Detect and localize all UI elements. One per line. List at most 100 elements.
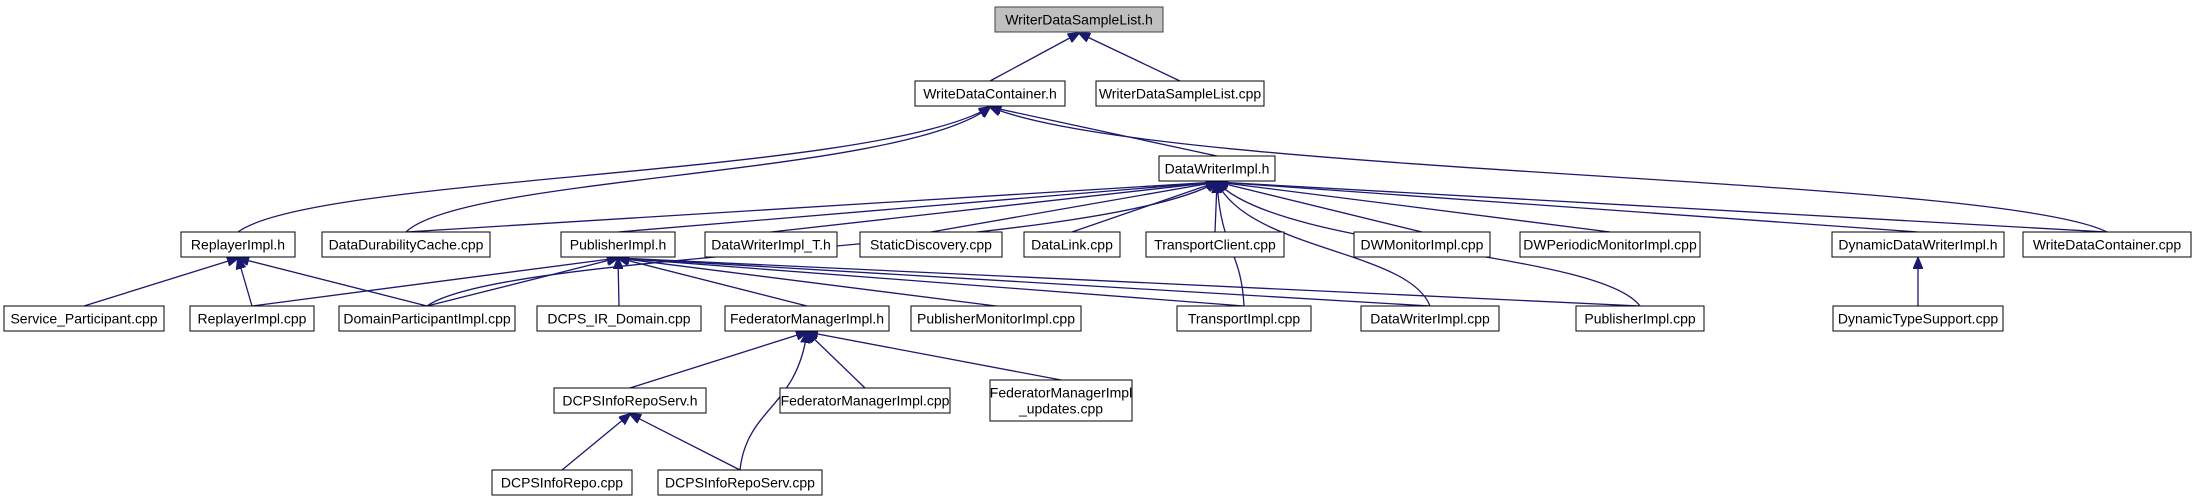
edge-n3-n11 (1217, 182, 1423, 233)
node-n20[interactable]: PublisherMonitorImpl.cpp (910, 305, 1082, 332)
node-n0[interactable]: WriterDataSampleList.h (994, 6, 1164, 33)
edge-n1-n5 (405, 107, 990, 233)
edge-n1-n14 (990, 107, 2108, 233)
node-label: Service_Participant.cpp (10, 311, 157, 327)
node-n25[interactable]: DCPSInfoRepoServ.h (553, 387, 707, 414)
node-box[interactable] (553, 387, 707, 414)
edge-n6-n17 (426, 258, 618, 307)
node-label: TransportImpl.cpp (1188, 311, 1301, 327)
node-label: DCPSInfoRepo.cpp (501, 475, 623, 491)
node-n21[interactable]: TransportImpl.cpp (1176, 305, 1312, 332)
node-box[interactable] (1176, 305, 1312, 332)
node-n22[interactable]: DataWriterImpl.cpp (1360, 305, 1500, 332)
node-n2[interactable]: WriterDataSampleList.cpp (1095, 80, 1265, 107)
node-box[interactable] (180, 231, 296, 258)
node-box[interactable] (2022, 231, 2192, 258)
node-label: DataWriterImpl.cpp (1370, 311, 1490, 327)
node-label: DWMonitorImpl.cpp (1361, 237, 1484, 253)
edge-n3-n5 (405, 182, 1217, 233)
node-box[interactable] (1158, 155, 1276, 182)
node-box[interactable] (910, 305, 1082, 332)
node-n7[interactable]: DataWriterImpl_T.h (704, 231, 838, 258)
edge-n19-n26 (807, 332, 866, 389)
node-n8[interactable]: StaticDiscovery.cpp (859, 231, 1003, 258)
node-box[interactable] (989, 379, 1133, 422)
edge-n0-n1 (989, 33, 1079, 82)
node-n12[interactable]: DWPeriodicMonitorImpl.cpp (1519, 231, 1701, 258)
node-n14[interactable]: WriteDataContainer.cpp (2022, 231, 2192, 258)
node-box[interactable] (1575, 305, 1705, 332)
node-box[interactable] (536, 305, 702, 332)
node-label: WriterDataSampleList.cpp (1099, 86, 1262, 102)
node-box[interactable] (994, 6, 1164, 33)
edge-n3-n7 (770, 182, 1217, 233)
node-n16[interactable]: ReplayerImpl.cpp (189, 305, 315, 332)
node-n1[interactable]: WriteDataContainer.h (914, 80, 1066, 107)
edge-n6-n19 (618, 258, 808, 307)
edge-n25-n28 (561, 414, 630, 471)
node-n23[interactable]: PublisherImpl.cpp (1575, 305, 1705, 332)
node-box[interactable] (859, 231, 1003, 258)
node-label: StaticDiscovery.cpp (870, 237, 992, 253)
node-label: PublisherImpl.h (570, 237, 667, 253)
node-box[interactable] (779, 387, 951, 414)
node-box[interactable] (1095, 80, 1265, 107)
node-box[interactable] (1145, 231, 1285, 258)
node-n17[interactable]: DomainParticipantImpl.cpp (338, 305, 516, 332)
edge-n3-n22 (1217, 182, 1431, 307)
edge-n0-n2 (1079, 33, 1181, 82)
edge-n3-n14 (1217, 182, 2108, 233)
node-box[interactable] (1023, 231, 1121, 258)
node-label: PublisherMonitorImpl.cpp (917, 311, 1075, 327)
node-label: DataWriterImpl.h (1165, 161, 1270, 177)
node-label: TransportClient.cpp (1154, 237, 1276, 253)
node-n28[interactable]: DCPSInfoRepo.cpp (491, 469, 633, 496)
node-label: DynamicDataWriterImpl.h (1838, 237, 1997, 253)
node-box[interactable] (560, 231, 676, 258)
node-box[interactable] (1353, 231, 1491, 258)
node-n18[interactable]: DCPS_IR_Domain.cpp (536, 305, 702, 332)
node-box[interactable] (704, 231, 838, 258)
node-n10[interactable]: TransportClient.cpp (1145, 231, 1285, 258)
node-box[interactable] (321, 231, 491, 258)
node-box[interactable] (724, 305, 890, 332)
node-n15[interactable]: Service_Participant.cpp (3, 305, 165, 332)
node-label: DCPS_IR_Domain.cpp (547, 311, 690, 327)
node-n3[interactable]: DataWriterImpl.h (1158, 155, 1276, 182)
node-box[interactable] (1831, 231, 2005, 258)
node-n24[interactable]: DynamicTypeSupport.cpp (1832, 305, 2004, 332)
node-box[interactable] (1832, 305, 2004, 332)
node-n6[interactable]: PublisherImpl.h (560, 231, 676, 258)
node-n4[interactable]: ReplayerImpl.h (180, 231, 296, 258)
node-n29[interactable]: DCPSInfoRepoServ.cpp (657, 469, 823, 496)
nodes-layer: WriterDataSampleList.hWriteDataContainer… (3, 6, 2192, 496)
node-box[interactable] (338, 305, 516, 332)
node-n26[interactable]: FederatorManagerImpl.cpp (779, 387, 951, 414)
node-n9[interactable]: DataLink.cpp (1023, 231, 1121, 258)
node-label: PublisherImpl.cpp (1584, 311, 1695, 327)
node-n19[interactable]: FederatorManagerImpl.h (724, 305, 890, 332)
node-box[interactable] (1360, 305, 1500, 332)
node-label: DataDurabilityCache.cpp (329, 237, 484, 253)
node-label: DataWriterImpl_T.h (711, 237, 831, 253)
edge-n3-n13 (1217, 182, 1919, 233)
node-box[interactable] (914, 80, 1066, 107)
node-label: _updates.cpp (1018, 401, 1103, 417)
node-box[interactable] (3, 305, 165, 332)
edge-n3-n12 (1217, 182, 1611, 233)
node-n11[interactable]: DWMonitorImpl.cpp (1353, 231, 1491, 258)
node-box[interactable] (189, 305, 315, 332)
node-box[interactable] (491, 469, 633, 496)
node-box[interactable] (657, 469, 823, 496)
node-n27[interactable]: FederatorManagerImpl_updates.cpp (989, 379, 1133, 422)
node-label: WriterDataSampleList.h (1005, 12, 1153, 28)
node-label: ReplayerImpl.cpp (198, 311, 307, 327)
node-n13[interactable]: DynamicDataWriterImpl.h (1831, 231, 2005, 258)
edge-n4-n15 (83, 258, 238, 307)
edges-layer (83, 33, 2108, 471)
node-box[interactable] (1519, 231, 1701, 258)
node-n5[interactable]: DataDurabilityCache.cpp (321, 231, 491, 258)
node-label: DWPeriodicMonitorImpl.cpp (1523, 237, 1697, 253)
node-label: DomainParticipantImpl.cpp (343, 311, 511, 327)
